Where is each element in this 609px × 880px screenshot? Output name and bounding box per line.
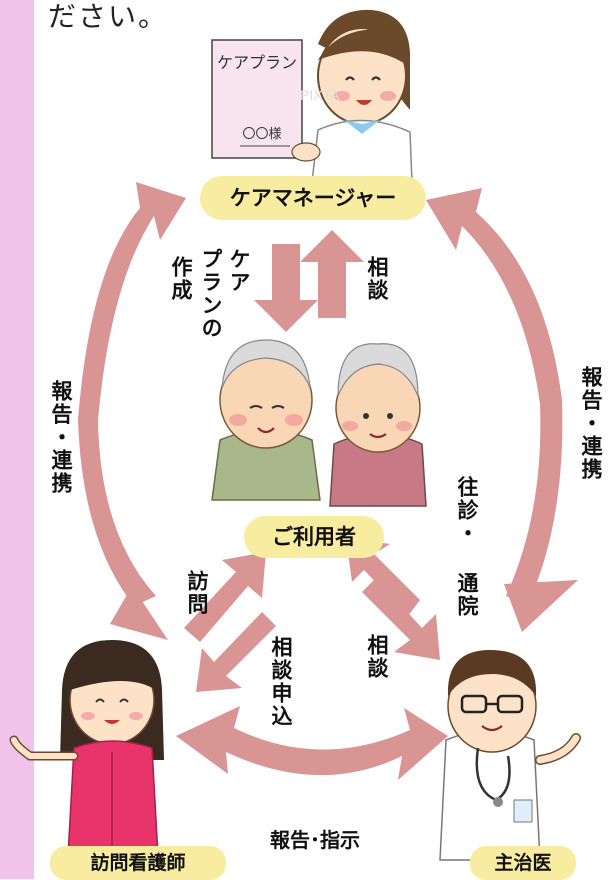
left-report-arrow-up [78, 182, 186, 606]
visit-arrow [184, 552, 266, 642]
user-nurse-arrows [184, 552, 276, 692]
house-call-label-line2: 通院 [455, 572, 479, 618]
consult-to-manager-label: 相談 [365, 256, 389, 302]
care-plan-doc-recipient: 〇〇様 [242, 126, 281, 141]
doctor-label: 主治医 [494, 852, 552, 874]
house-call-label-line1: 往診・ [455, 476, 479, 545]
right-report-arrow-down [504, 580, 578, 632]
elderly-couple-illustration [211, 339, 427, 507]
care-plan-creation-label-line2: プランの [199, 248, 223, 340]
consult-request-arrow [196, 612, 276, 692]
bottom-report-instruct-arrow [176, 706, 448, 780]
report-left-label: 報告・連携 [49, 380, 73, 495]
nurse-label: 訪問看護師 [90, 852, 186, 874]
doctor-illustration [439, 650, 581, 861]
visit-label: 訪問 [185, 570, 209, 616]
care-plan-creation-label-line1: ケア [227, 248, 251, 294]
consult-to-doctor-label: 相談 [365, 634, 389, 680]
watermark-text: PIXTA [300, 87, 340, 103]
left-report-arrow-down [110, 586, 168, 640]
consult-doctor-arrow [362, 578, 440, 660]
report-instruct-label: 報告･指示 [270, 828, 360, 852]
right-report-arrow-up [426, 188, 563, 604]
user-pill: ご利用者 [244, 516, 384, 558]
care-plan-down-arrow [254, 244, 318, 332]
care-plan-creation-label-line3: 作成 [169, 256, 193, 302]
report-right-label: 報告・連携 [579, 366, 603, 481]
care-plan-document: ケアプラン 〇〇様 [211, 39, 303, 159]
nurse-illustration [9, 640, 164, 857]
doctor-pill: 主治医 [470, 846, 576, 880]
consult-request-label: 相談申込 [269, 636, 293, 728]
user-label: ご利用者 [272, 525, 356, 549]
cycle-arrows [78, 182, 578, 780]
nurse-pill: 訪問看護師 [50, 846, 226, 880]
intro-text: ださい。 [48, 0, 169, 33]
care-manager-pill: ケアマネージャー [200, 176, 426, 220]
care-manager-illustration: PIXTA [291, 9, 413, 183]
manager-user-arrows [254, 230, 364, 332]
side-accent-bar [0, 0, 34, 879]
consult-up-arrow [300, 230, 364, 318]
care-plan-doc-title: ケアプラン [217, 54, 297, 72]
care-manager-label: ケアマネージャー [229, 186, 397, 210]
